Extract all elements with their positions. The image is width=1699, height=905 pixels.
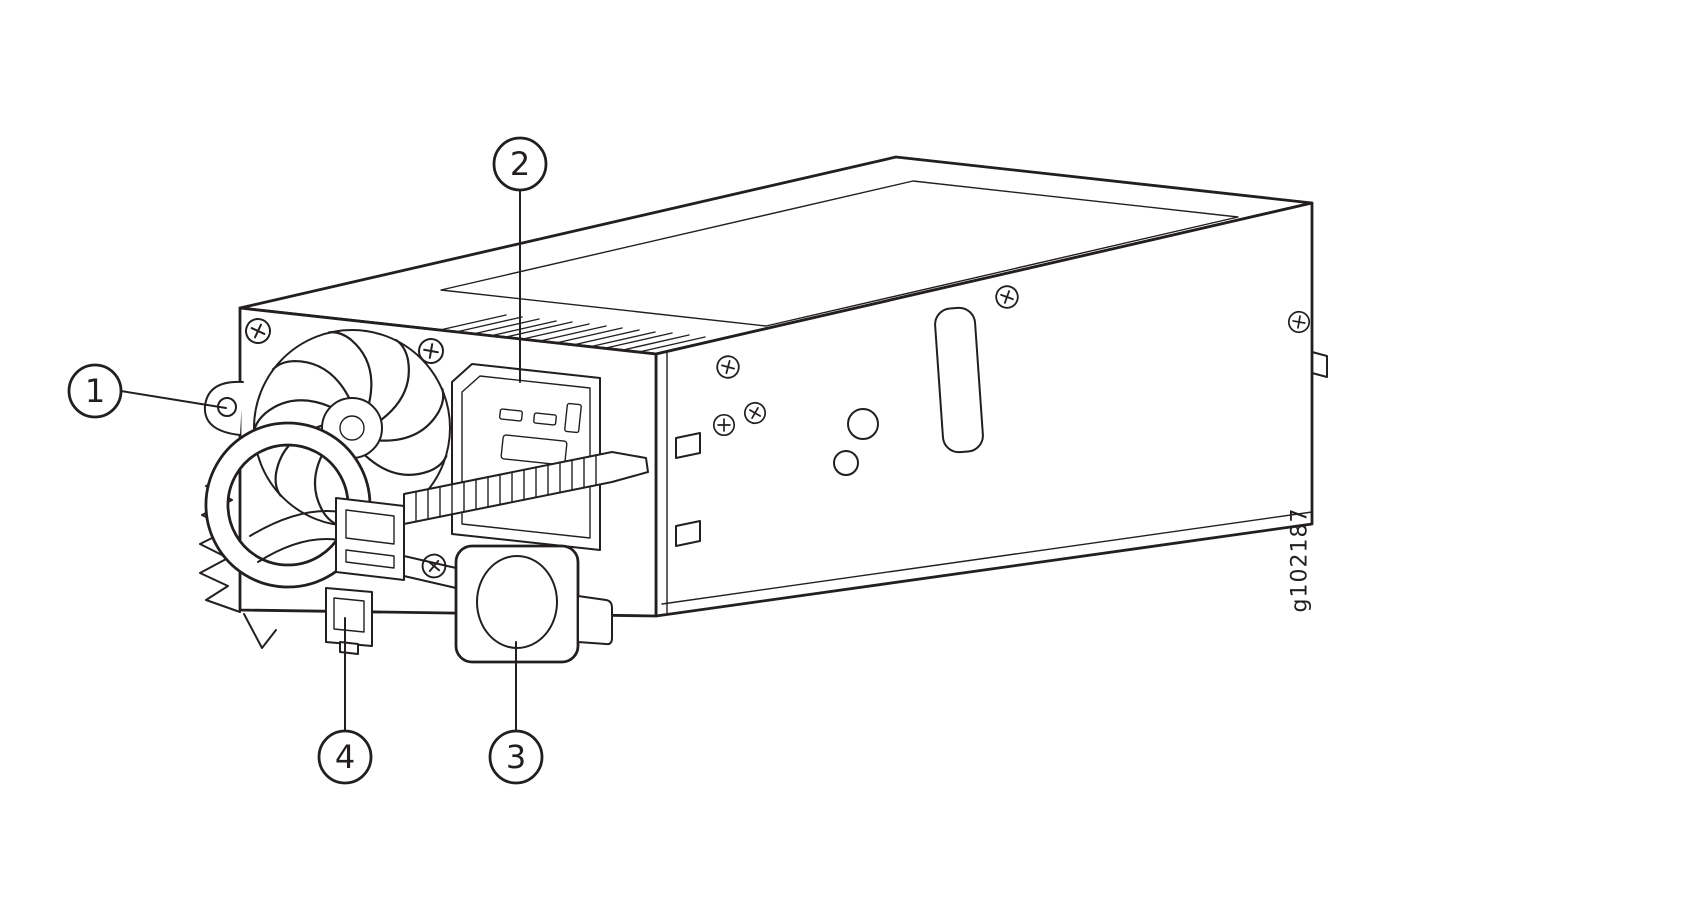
strap-buckle xyxy=(335,497,405,581)
side-hole xyxy=(847,408,879,440)
cable-retainer-clip xyxy=(454,544,613,664)
handle-ring xyxy=(204,421,372,589)
cable-tie-strap xyxy=(249,451,649,589)
figure-code: g102187 xyxy=(1288,508,1313,613)
side-vent-slots xyxy=(675,432,701,547)
ac-power-inlet xyxy=(451,363,601,551)
callout-3-marker: 3 xyxy=(488,729,544,785)
top-recessed-panel xyxy=(440,180,1239,327)
callout-1-leader xyxy=(120,390,227,409)
callout-1-marker: 1 xyxy=(67,363,123,419)
callout-4-number: 4 xyxy=(335,738,355,776)
callout-1-number: 1 xyxy=(85,372,105,410)
callout-2-number: 2 xyxy=(510,145,530,183)
side-handle-slot xyxy=(934,306,984,454)
latch-tab xyxy=(325,587,373,655)
callout-2-marker: 2 xyxy=(492,136,548,192)
callout-3-number: 3 xyxy=(506,738,526,776)
side-hole xyxy=(833,450,859,476)
rear-connector-tab xyxy=(1311,351,1328,378)
strap-serrations xyxy=(415,454,597,523)
screw-icon xyxy=(712,413,736,437)
top-vent-ridge xyxy=(439,314,706,353)
callout-4-marker: 4 xyxy=(317,729,373,785)
